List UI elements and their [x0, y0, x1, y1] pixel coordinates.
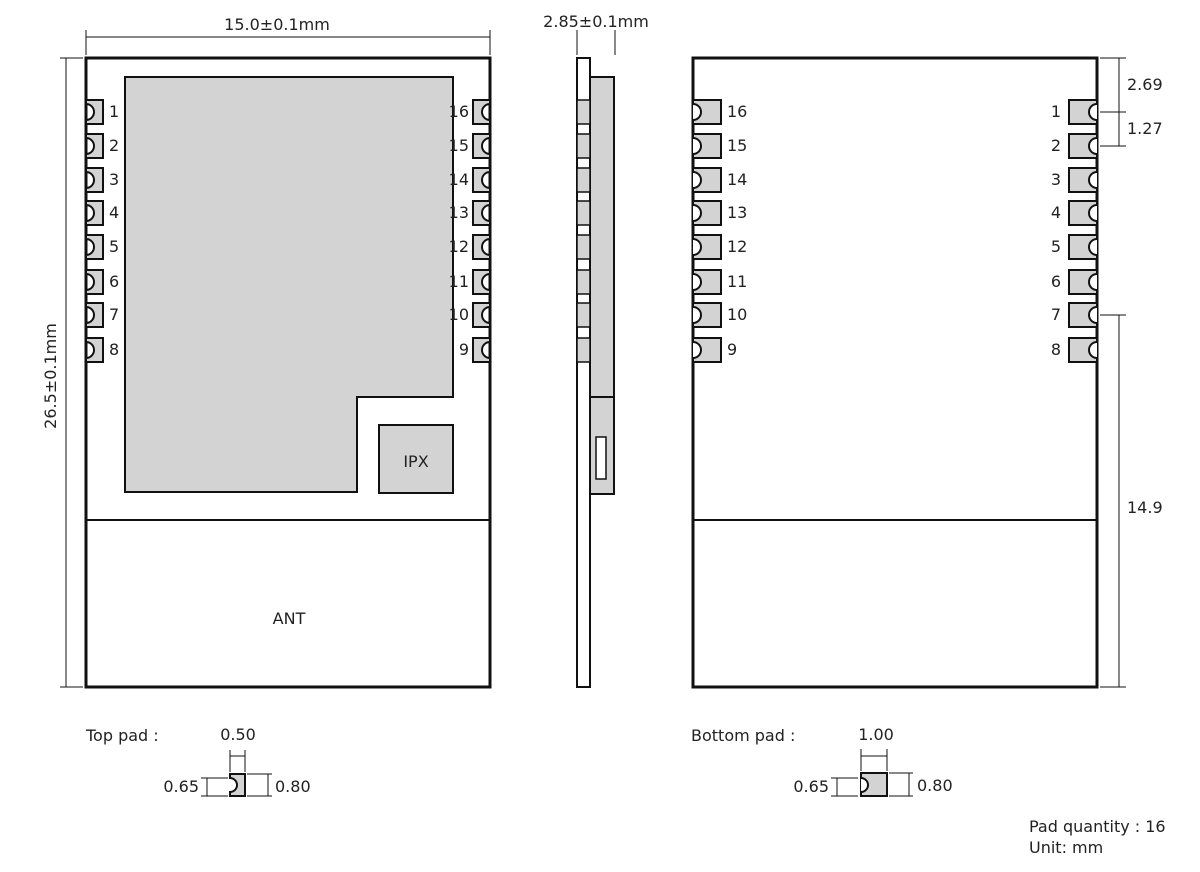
- top-pad-height: 0.80: [275, 777, 311, 796]
- side-pad: [576, 234, 591, 260]
- pin-number: 5: [109, 237, 119, 256]
- antenna-label: ANT: [273, 609, 306, 628]
- pin-number: 2: [1051, 136, 1061, 155]
- side-pad: [576, 302, 591, 328]
- bottom-pad-detail-notch: [860, 777, 869, 793]
- height-dimension: 26.5±0.1mm: [41, 323, 60, 429]
- pin-number: 14: [727, 170, 747, 189]
- pin-number: 12: [449, 237, 469, 256]
- top-pad-left: [85, 302, 104, 328]
- pin-number: 13: [727, 203, 747, 222]
- bottom-pad-title: Bottom pad :: [691, 726, 795, 745]
- pin-number: 5: [1051, 237, 1061, 256]
- bottom-pad-notch: [692, 341, 702, 359]
- top-pad-left: [85, 234, 104, 260]
- side-pad: [576, 99, 591, 125]
- pin-number: 6: [109, 272, 119, 291]
- side-pad: [576, 167, 591, 193]
- dim-14-9: 14.9: [1127, 498, 1163, 517]
- bottom-pad-height: 0.80: [917, 776, 953, 795]
- top-pad-title: Top pad :: [85, 726, 159, 745]
- bottom-pad-notch: [692, 273, 702, 291]
- top-pad-left: [85, 167, 104, 193]
- top-pad-width: 0.50: [220, 725, 256, 744]
- thickness-dimension: 2.85±0.1mm: [543, 12, 649, 31]
- bottom-pad-notch: [1088, 204, 1098, 222]
- top-pad-left: [85, 133, 104, 159]
- dim-2-69: 2.69: [1127, 75, 1163, 94]
- bottom-pad-notch: [692, 238, 702, 256]
- bottom-pad-notch: [1088, 171, 1098, 189]
- top-pad-right: [472, 302, 491, 328]
- pin-number: 8: [109, 340, 119, 359]
- dim-1-27: 1.27: [1127, 119, 1163, 138]
- pin-number: 3: [1051, 170, 1061, 189]
- side-pad: [576, 337, 591, 363]
- pin-number: 3: [109, 170, 119, 189]
- pin-number: 16: [449, 102, 469, 121]
- bottom-pad-notch: [1088, 103, 1098, 121]
- pin-number: 6: [1051, 272, 1061, 291]
- pin-number: 13: [449, 203, 469, 222]
- width-dimension: 15.0±0.1mm: [224, 15, 330, 34]
- bottom-pad-notch: [1088, 137, 1098, 155]
- unit-note: Unit: mm: [1029, 838, 1103, 857]
- pin-number: 1: [1051, 102, 1061, 121]
- pin-number: 1: [109, 102, 119, 121]
- bottom-pad-length: 0.65: [793, 777, 829, 796]
- top-pad-left: [85, 337, 104, 363]
- shield-can-area: [124, 76, 454, 493]
- ipx-connector: [378, 424, 454, 494]
- pin-number: 7: [1051, 305, 1061, 324]
- side-connector-detail: [595, 436, 607, 480]
- bottom-pad-notch: [1088, 273, 1098, 291]
- top-pad-right: [472, 234, 491, 260]
- pin-number: 12: [727, 237, 747, 256]
- pin-number: 10: [449, 305, 469, 324]
- pad-quantity-note: Pad quantity : 16: [1029, 817, 1166, 836]
- top-pad-right: [472, 167, 491, 193]
- side-pad: [576, 133, 591, 159]
- bottom-pad-notch: [692, 306, 702, 324]
- pin-number: 4: [1051, 203, 1061, 222]
- top-pad-left: [85, 99, 104, 125]
- bottom-pad-notch: [1088, 306, 1098, 324]
- bottom-view-outline: [691, 56, 1099, 689]
- bottom-pad-notch: [1088, 341, 1098, 359]
- top-pad-right: [472, 99, 491, 125]
- pin-number: 10: [727, 305, 747, 324]
- pin-number: 15: [449, 136, 469, 155]
- top-pad-right: [472, 200, 491, 226]
- pin-number: 7: [109, 305, 119, 324]
- pin-number: 14: [449, 170, 469, 189]
- top-pad-right: [472, 269, 491, 295]
- pin-number: 2: [109, 136, 119, 155]
- pin-number: 11: [449, 272, 469, 291]
- top-pad-length: 0.65: [163, 777, 199, 796]
- top-pad-left: [85, 200, 104, 226]
- bottom-pad-notch: [692, 137, 702, 155]
- side-pad: [576, 200, 591, 226]
- top-pad-right: [472, 133, 491, 159]
- bottom-pad-notch: [1088, 238, 1098, 256]
- bottom-pad-width: 1.00: [858, 725, 894, 744]
- pin-number: 11: [727, 272, 747, 291]
- top-pad-left: [85, 269, 104, 295]
- side-shield: [589, 76, 615, 398]
- pin-number: 16: [727, 102, 747, 121]
- bottom-pad-notch: [692, 171, 702, 189]
- pin-number: 15: [727, 136, 747, 155]
- bottom-pad-notch: [692, 204, 702, 222]
- pin-number: 4: [109, 203, 119, 222]
- pin-number: 9: [459, 340, 469, 359]
- bottom-pad-notch: [692, 103, 702, 121]
- ipx-connector-label: IPX: [403, 452, 428, 471]
- top-pad-right: [472, 337, 491, 363]
- pin-number: 8: [1051, 340, 1061, 359]
- pin-number: 9: [727, 340, 737, 359]
- side-pad: [576, 269, 591, 295]
- top-pad-detail: [229, 773, 246, 797]
